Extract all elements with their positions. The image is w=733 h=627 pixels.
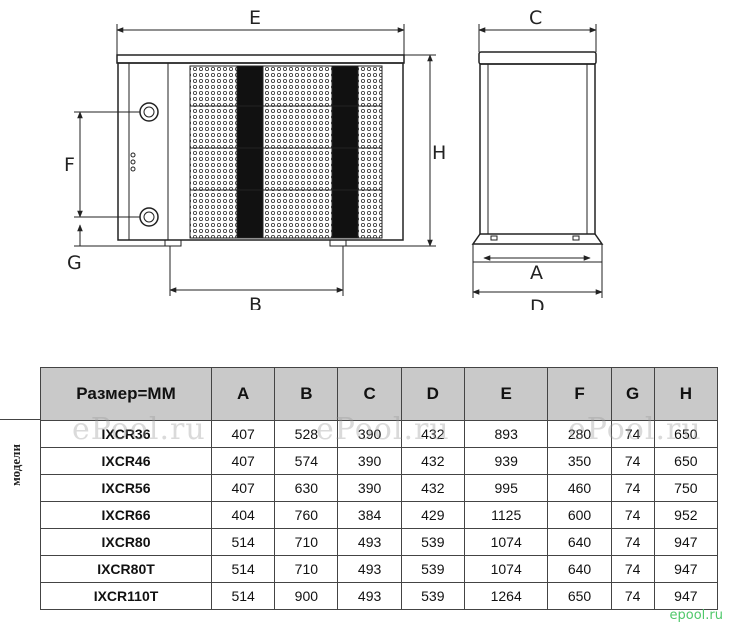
value-cell: 74 [610,528,655,556]
value-cell: 947 [653,582,719,610]
value-cell: 74 [610,582,655,610]
value-cell: 574 [274,447,339,475]
header-g: G [610,367,655,421]
value-cell: 74 [610,501,655,529]
model-cell: IXCR46 [40,447,212,475]
value-cell: 384 [337,501,402,529]
corner-watermark: epool.ru [669,608,724,623]
value-cell: 640 [547,555,612,583]
value-cell: 893 [463,420,549,448]
value-cell: 74 [610,555,655,583]
value-cell: 630 [274,474,339,502]
value-cell: 432 [400,474,465,502]
front-view [116,54,405,247]
header-c: C [337,367,402,421]
value-cell: 514 [210,528,276,556]
side-rule [0,419,40,420]
model-cell: IXCR80T [40,555,212,583]
value-cell: 460 [547,474,612,502]
value-cell: 407 [210,447,276,475]
value-cell: 947 [653,528,719,556]
value-cell: 650 [547,582,612,610]
value-cell: 750 [653,474,719,502]
dim-label-c: C [529,7,542,29]
value-cell: 995 [463,474,549,502]
value-cell: 1264 [463,582,549,610]
value-cell: 493 [337,555,402,583]
model-cell: IXCR36 [40,420,212,448]
value-cell: 390 [337,474,402,502]
front-dimensions [74,24,436,296]
value-cell: 493 [337,582,402,610]
model-cell: IXCR80 [40,528,212,556]
model-cell: IXCR110T [40,582,212,610]
value-cell: 514 [210,582,276,610]
value-cell: 74 [610,474,655,502]
value-cell: 650 [653,420,719,448]
header-e: E [463,367,549,421]
value-cell: 760 [274,501,339,529]
value-cell: 74 [610,420,655,448]
header-f: F [547,367,612,421]
value-cell: 539 [400,555,465,583]
value-cell: 528 [274,420,339,448]
dimension-drawing: E H F G B C A D [64,7,604,310]
dim-label-a: A [530,262,543,284]
header-b: B [274,367,339,421]
header-d: D [400,367,465,421]
value-cell: 1125 [463,501,549,529]
side-view [471,51,604,263]
header-h: H [653,367,719,421]
value-cell: 432 [400,447,465,475]
value-cell: 539 [400,582,465,610]
value-cell: 429 [400,501,465,529]
side-dimensions [472,24,603,298]
value-cell: 939 [463,447,549,475]
value-cell: 650 [653,447,719,475]
header-size: Размер=ММ [40,367,212,421]
dim-label-f: F [64,154,75,176]
table-header-row: Размер=ММ A B C D E F G H [40,367,719,421]
value-cell: 640 [547,528,612,556]
value-cell: 947 [653,555,719,583]
dim-label-e: E [249,7,261,29]
dim-label-d: D [530,296,545,310]
dim-label-g: G [67,252,82,274]
value-cell: 493 [337,528,402,556]
value-cell: 407 [210,474,276,502]
models-side-label: модели [8,444,23,486]
dim-label-h: H [432,142,446,164]
model-cell: IXCR66 [40,501,212,529]
value-cell: 432 [400,420,465,448]
value-cell: 900 [274,582,339,610]
value-cell: 600 [547,501,612,529]
value-cell: 1074 [463,528,549,556]
value-cell: 407 [210,420,276,448]
value-cell: 390 [337,447,402,475]
value-cell: 74 [610,447,655,475]
model-cell: IXCR56 [40,474,212,502]
value-cell: 390 [337,420,402,448]
value-cell: 350 [547,447,612,475]
value-cell: 280 [547,420,612,448]
dim-label-b: B [249,294,262,310]
value-cell: 1074 [463,555,549,583]
value-cell: 404 [210,501,276,529]
value-cell: 514 [210,555,276,583]
value-cell: 710 [274,555,339,583]
value-cell: 952 [653,501,719,529]
header-a: A [210,367,276,421]
value-cell: 710 [274,528,339,556]
value-cell: 539 [400,528,465,556]
